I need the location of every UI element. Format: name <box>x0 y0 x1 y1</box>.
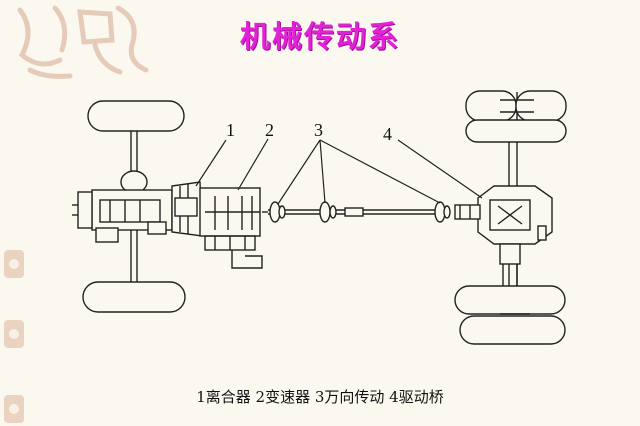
seal-decoration <box>17 5 149 79</box>
front-right-wheel <box>82 281 186 313</box>
callout-2: 2 <box>265 120 274 140</box>
legend-caption: 1离合器 2变速器 3万向传动 4驱动桥 <box>196 388 444 406</box>
rear-left-outer-wheel <box>465 90 517 122</box>
gearbox <box>199 187 268 269</box>
callout-3: 3 <box>314 120 323 140</box>
callout-lines <box>195 138 483 205</box>
callout-4: 4 <box>383 124 392 144</box>
drive-axle <box>454 185 553 286</box>
engine <box>72 189 173 243</box>
slide-title: 机械传动系 <box>240 20 400 55</box>
rear-right-outer-wheel <box>454 285 566 315</box>
drive-shaft <box>268 201 451 223</box>
left-decoration <box>4 250 24 423</box>
clutch <box>171 181 203 237</box>
front-left-wheel <box>87 100 185 132</box>
rear-left-inner-wheel <box>515 90 567 122</box>
front-axle <box>82 100 186 313</box>
rear-right-inner-wheel <box>459 315 566 345</box>
callout-1: 1 <box>226 120 235 140</box>
rear-axle <box>454 90 567 345</box>
